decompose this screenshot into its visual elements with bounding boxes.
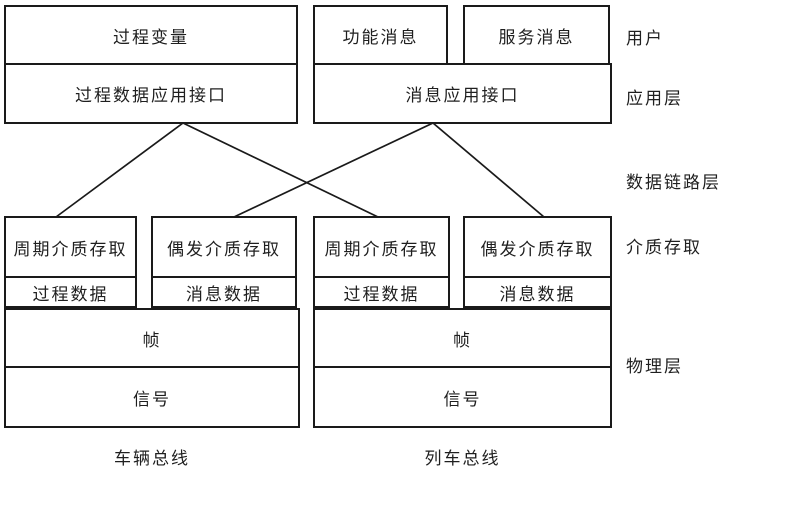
vehicle-sporadic-stack-box: 偶发介质存取 消息数据 <box>151 216 297 308</box>
train-sporadic-stack-box: 偶发介质存取 消息数据 <box>463 216 612 308</box>
box-train-signal: 信号 <box>315 366 610 426</box>
box-vehicle-signal: 信号 <box>6 366 298 426</box>
box-message-app-interface-outer: 消息应用接口 <box>313 63 612 124</box>
box-train-message-data: 消息数据 <box>465 276 610 306</box>
box-vehicle-periodic-media-access: 周期介质存取 <box>13 239 128 259</box>
box-train-frame: 帧 <box>453 330 472 350</box>
process-stack-box: 过程变量 过程数据应用接口 <box>4 5 298 124</box>
box-process-variables: 过程变量 <box>113 27 189 47</box>
box-service-messages-outer: 服务消息 <box>463 5 610 65</box>
box-message-app-interface: 消息应用接口 <box>405 86 520 105</box>
layer-label-physical: 物理层 <box>626 357 683 376</box>
box-vehicle-message-data: 消息数据 <box>153 276 295 306</box>
box-train-periodic-media-access: 周期介质存取 <box>324 239 439 259</box>
box-vehicle-frame: 帧 <box>142 330 162 350</box>
layer-label-application: 应用层 <box>626 89 683 108</box>
box-function-messages: 功能消息 <box>342 27 419 47</box>
connector-process-to-train-periodic <box>182 122 379 218</box>
layer-label-user: 用户 <box>626 29 664 48</box>
vehicle-periodic-stack-box: 周期介质存取 过程数据 <box>4 216 137 308</box>
box-vehicle-sporadic-media-access: 偶发介质存取 <box>167 239 281 259</box>
connector-message-to-train-sporadic <box>432 122 545 218</box>
train-bus-caption: 列车总线 <box>424 449 501 468</box>
connector-process-to-vehicle-periodic <box>55 122 184 218</box>
connector-message-to-vehicle-sporadic <box>233 122 434 218</box>
box-service-messages: 服务消息 <box>498 27 575 47</box>
box-train-sporadic-media-access: 偶发介质存取 <box>480 239 595 259</box>
layer-label-data-link: 数据链路层 <box>626 173 721 192</box>
train-periodic-stack-box: 周期介质存取 过程数据 <box>313 216 450 308</box>
train-physical-stack-box: 帧 信号 <box>313 308 612 428</box>
box-function-messages-outer: 功能消息 <box>313 5 448 65</box>
vehicle-physical-stack-box: 帧 信号 <box>4 308 300 428</box>
box-vehicle-process-data: 过程数据 <box>6 276 135 306</box>
vehicle-bus-caption: 车辆总线 <box>114 449 190 468</box>
layer-label-media-access: 介质存取 <box>626 238 702 257</box>
box-process-data-app-interface: 过程数据应用接口 <box>6 63 296 122</box>
box-train-process-data: 过程数据 <box>315 276 448 306</box>
